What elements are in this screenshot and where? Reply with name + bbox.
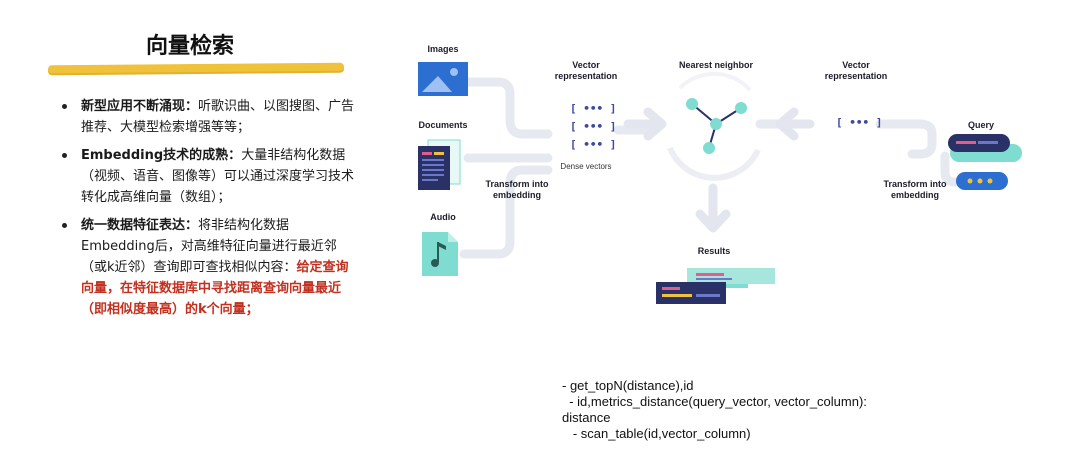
query-vector-glyph: [ ••• ] [836, 116, 883, 129]
title-underline [47, 62, 345, 74]
transform-right-label: Transform into embedding [883, 179, 947, 200]
bullet-heading: 新型应用不断涌现： [81, 99, 199, 114]
results-icon [656, 268, 775, 304]
query-label: Query [967, 120, 994, 130]
vector-representation-right-label: Vector representation [824, 60, 888, 81]
transform-left-label: Transform into embedding [485, 179, 549, 200]
audio-icon [422, 232, 458, 276]
documents-label: Documents [418, 120, 468, 130]
dense-vectors-label: Dense vectors [560, 162, 612, 171]
query-plan-line: distance [562, 410, 611, 425]
vector-representation-left-label: Vector representation [554, 60, 618, 81]
results-label: Results [697, 246, 731, 256]
neighbor-arc [667, 146, 761, 181]
bullet-highlight: 给定查询向量，在特征数据库中寻找距离查询向量最近（即相似度最高）的k个向量； [81, 260, 349, 317]
nearest-neighbor-label: Nearest neighbor [678, 60, 754, 70]
query-icon [948, 134, 1022, 190]
bullet-heading: Embedding技术的成熟： [81, 148, 242, 163]
neighbor-graph-icon [686, 98, 747, 154]
query-plan-line: - scan_table(id,vector_column) [562, 426, 751, 441]
query-plan-text: - get_topN(distance),id - id,metrics_dis… [562, 378, 922, 442]
diagram-graphics [418, 62, 1022, 304]
vector-glyph: [ ••• ] [570, 138, 617, 151]
audio-label: Audio [430, 212, 456, 222]
bullet-list: 新型应用不断涌现：听歌识曲、以图搜图、广告推荐、大模型检索增强等等； Embed… [62, 96, 358, 327]
vector-glyph: [ ••• ] [570, 120, 617, 133]
slide-title: 向量检索 [145, 34, 234, 59]
vector-search-diagram: Images Documents Audio Transform into em… [400, 38, 1040, 318]
bullet-text: 大量非结构化数据（视频、语音、图像等）可以通过深度学习技术转化成高维向量（数组）… [81, 148, 355, 205]
neighbor-arc-top [678, 71, 752, 92]
bullet-item: Embedding技术的成熟：大量非结构化数据（视频、语音、图像等）可以通过深度… [62, 145, 358, 208]
bullet-text: 听歌识曲、以图搜图、广告推荐、大模型检索增强等等； [81, 99, 355, 135]
bullet-text: 将非结构化数据Embedding后，对高维特征向量进行最近邻（或k近邻）查询即可… [81, 218, 337, 275]
bullet-heading: 统一数据特征表达： [81, 218, 199, 233]
vector-glyph: [ ••• ] [570, 102, 617, 115]
images-icon [418, 62, 468, 96]
bullet-item: 新型应用不断涌现：听歌识曲、以图搜图、广告推荐、大模型检索增强等等； [62, 96, 358, 138]
input-flow-lines [459, 77, 965, 259]
query-plan-line: - get_topN(distance),id [562, 378, 694, 393]
bullet-item: 统一数据特征表达：将非结构化数据Embedding后，对高维特征向量进行最近邻（… [62, 215, 358, 320]
flow-arrows [623, 107, 815, 233]
images-label: Images [427, 44, 459, 54]
query-plan-line: - id,metrics_distance(query_vector, vect… [562, 394, 867, 409]
documents-icon [418, 139, 461, 190]
